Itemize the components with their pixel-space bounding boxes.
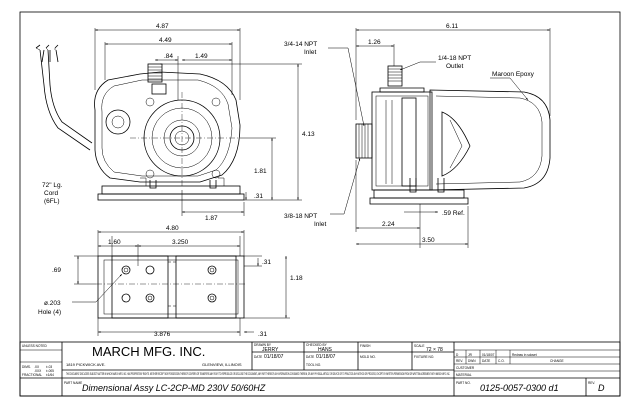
rev-head-change: CHANGE: [550, 359, 564, 363]
company-address: 1819 PICKWICK AVE.: [66, 362, 106, 367]
part-name-value: Dimensional Assy LC-2CP-MD 230V 50/60HZ: [82, 383, 266, 393]
dims-fractional: FRACTIONAL: [22, 373, 42, 377]
date-label-2: DATE: [306, 355, 314, 359]
scale-label: SCALE: [414, 344, 424, 348]
dim-base-width: 4.80: [166, 225, 179, 232]
pump-head-side: [371, 87, 433, 191]
rev-row-note: Redraw in sdoset: [512, 353, 537, 357]
dim-overall-width-top: 4.87: [156, 23, 169, 30]
callout-hole-1: ø.203: [44, 300, 61, 307]
rev-head-dwn: DWN: [468, 359, 476, 363]
dim-ref: .59 Ref.: [442, 210, 465, 217]
base-plan-view: [72, 230, 290, 336]
callout-inlet-top-1: 3/4-14 NPT: [284, 41, 317, 48]
dimension-labels: 4.87 4.49 .84 1.49 4.13 1.81 .31 1.87 6.…: [52, 23, 465, 338]
part-name-label: PART NAME: [64, 381, 82, 385]
base-plate-side: [369, 178, 469, 205]
base-plate-front: [97, 177, 245, 201]
rev-head-date: DATE: [482, 359, 490, 363]
motor-housing: [429, 89, 551, 191]
drawn-by-label: DRAWN BY: [254, 343, 272, 347]
part-no-value: 0125-0057-0300 d1: [480, 383, 559, 393]
tool-label: TOOL NO.: [306, 363, 321, 367]
rev-label: REV.: [588, 381, 595, 385]
callout-inlet-top-2: Inlet: [304, 49, 316, 56]
rev-row-date: 01/18/07: [482, 353, 495, 357]
callout-inlet-bottom-1: 3/8-18 NPT: [284, 213, 317, 220]
dim-outlet-to-inlet: 1.49: [195, 53, 208, 60]
date-value-2: 01/18/07: [316, 354, 336, 360]
customer-label: CUSTOMER: [456, 366, 475, 370]
dim-base-thickness: .31: [254, 193, 263, 200]
dim-base-length-bottom: 3.876: [154, 331, 171, 338]
callout-outlet-2: Outlet: [446, 63, 464, 70]
callout-cord-1: 72" Lg.: [42, 182, 63, 189]
sheet-border: [19, 11, 621, 397]
dim-base-edge-top: .31: [262, 259, 271, 266]
dim-base-length: 3.50: [422, 237, 435, 244]
checked-by-value: HANS: [318, 347, 333, 353]
dim-center-height: 1.81: [254, 168, 267, 175]
material-label: MATERIAL: [456, 373, 472, 377]
date-value-1: 01/18/07: [264, 354, 284, 360]
dim-inlet-to-base: 2.24: [382, 221, 395, 228]
rev-row-by: JR: [468, 353, 473, 357]
dim-hole-spacing: 3.250: [172, 239, 189, 246]
callout-labels: 3/4-14 NPT Inlet 1/4-18 NPT Outlet Maroo…: [38, 41, 535, 316]
dim-height: 4.13: [302, 131, 315, 138]
finish-label: FINISH: [360, 344, 371, 348]
company-city: GLENVIEW, ILLINOIS: [202, 362, 242, 367]
fixture-label: FIXTURE NO.: [414, 355, 434, 359]
dims-fractional-tol: ±1/64: [46, 373, 54, 377]
company-name: MARCH MFG. INC.: [92, 344, 205, 359]
dim-base-edge-bottom: .31: [258, 331, 267, 338]
dim-pump-width: 4.49: [159, 37, 172, 44]
dims-xx-tol: ±.03: [46, 365, 52, 369]
checked-by-label: CHECKED BY: [306, 343, 328, 347]
dims-xxx: .XXX: [34, 369, 42, 373]
part-no-label: PART NO.: [456, 381, 471, 385]
scale-value: 72 × 78: [426, 347, 443, 353]
rev-row-rev: D: [456, 353, 459, 357]
outlet-fitting-side: [387, 65, 403, 87]
drawn-by-value: JERRY: [262, 347, 279, 353]
outlet-nozzle-front: [147, 63, 167, 95]
dim-hole-from-edge: .69: [52, 267, 61, 274]
callout-outlet-1: 1/4-18 NPT: [438, 55, 471, 62]
callout-cord-2: Cord: [44, 190, 58, 197]
unless-noted-label: UNLESS NOTED: [22, 344, 47, 348]
front-dimensions: [94, 28, 302, 216]
power-cord: [35, 44, 93, 151]
front-view: [35, 28, 302, 216]
rev-head-co: C.O.: [498, 359, 505, 363]
dim-base-center: 1.87: [205, 215, 218, 222]
rev-value: D: [598, 383, 605, 393]
dim-outlet-offset: .84: [164, 53, 173, 60]
proprietary-notice: THIS DOCUMENT DISCLOSES SUBJECT MATTER I…: [66, 372, 450, 376]
dims-xxx-tol: ±.005: [46, 369, 54, 373]
callout-inlet-bottom-2: Inlet: [314, 221, 326, 228]
title-block: MARCH MFG. INC. 1819 PICKWICK AVE. GLENV…: [19, 341, 621, 397]
pump-front-body: [94, 71, 241, 186]
inlet-fitting-side: [355, 123, 373, 159]
rev-head-rev: REV.: [456, 359, 463, 363]
dim-base-depth: 1.18: [290, 275, 303, 282]
date-label-1: DATE: [254, 355, 262, 359]
mold-label: MOLD NO.: [360, 355, 376, 359]
dim-inlet-offset: 1.26: [368, 39, 381, 46]
callout-epoxy: Maroon Epoxy: [492, 71, 535, 78]
callout-cord-3: (6FL): [44, 198, 60, 205]
side-dimensions: [328, 28, 551, 248]
dim-overall-length: 6.11: [446, 23, 459, 30]
dims-label: DIMS.: [22, 365, 31, 369]
callout-hole-2: Hole (4): [38, 309, 61, 316]
dim-hole-offset: 1.60: [108, 239, 121, 246]
dims-xx: .XX: [34, 365, 40, 369]
side-view: [328, 28, 551, 248]
